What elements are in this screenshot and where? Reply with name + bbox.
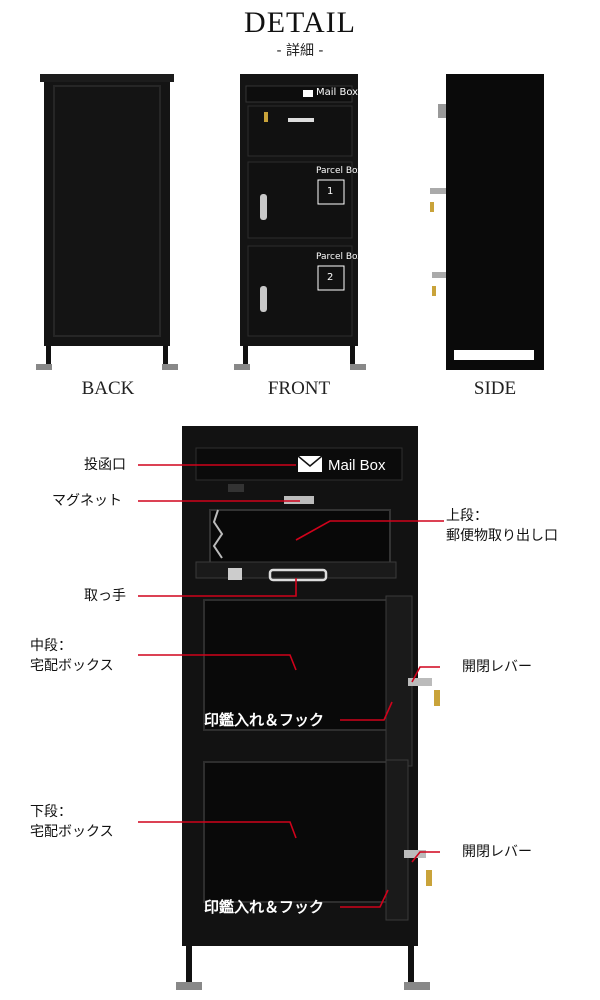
front-view: [234, 74, 366, 370]
back-foot-right: [162, 364, 178, 370]
callout-slot: 投函口: [84, 457, 126, 473]
callout-middle-line2: 宅配ボックス: [30, 658, 114, 674]
leader-handle: [138, 578, 297, 597]
callout-middle-line1: 中段：: [30, 638, 72, 654]
callout-lower-line2: 宅配ボックス: [30, 824, 114, 840]
back-top: [40, 74, 174, 82]
side-lever-2: [432, 272, 446, 278]
front-parcel-number-2: 2: [327, 272, 334, 283]
callout-seal-hook-1: 印鑑入れ＆フック: [204, 711, 325, 729]
leader-lines: [138, 464, 444, 908]
front-parcel-box-label-2: Parcel Box: [316, 252, 363, 262]
view-label-back: BACK: [81, 378, 135, 399]
front-lower-handle: [260, 286, 267, 312]
front-foot-left: [234, 364, 250, 370]
callout-handle: 取っ手: [84, 588, 126, 604]
leader-upper: [295, 520, 444, 541]
back-panel: [44, 78, 170, 346]
leader-lower: [138, 821, 297, 839]
leader-middle: [138, 654, 297, 671]
side-leg-gap: [454, 350, 534, 360]
detail-view: Mail Box: [176, 426, 440, 990]
leader-lever-1: [411, 666, 440, 683]
front-middle-handle: [260, 194, 267, 220]
detail-middle-lever: [408, 678, 432, 686]
side-lever-1: [430, 188, 446, 194]
callout-upper-line2: 郵便物取り出し口: [446, 528, 558, 544]
side-hinge-top: [438, 104, 446, 118]
back-frame: [53, 85, 161, 337]
side-body: [446, 74, 544, 370]
callout-lever-2: 開閉レバー: [462, 844, 532, 860]
front-parcel-box-label-1: Parcel Box: [316, 166, 363, 176]
callout-seal-hook-2: 印鑑入れ＆フック: [204, 898, 325, 916]
front-envelope-icon: [303, 90, 313, 97]
detail-foot-left: [176, 982, 202, 990]
detail-envelope-flap: [297, 455, 323, 467]
back-leg-left: [46, 346, 51, 368]
front-parcel-2-icon: [317, 265, 345, 291]
front-parcel-number-1: 1: [327, 186, 334, 197]
front-upper-door: [247, 105, 353, 157]
front-leg-right: [350, 346, 355, 368]
detail-foot-right: [404, 982, 430, 990]
leader-seal-1: [340, 701, 393, 721]
detail-magnet-plate: [284, 496, 314, 504]
detail-lower-compartment: [203, 761, 389, 903]
page-title: DETAIL: [244, 6, 356, 39]
detail-leg-left: [186, 946, 192, 986]
callout-upper-line1: 上段：: [446, 508, 488, 524]
detail-chain: [212, 509, 224, 559]
front-upper-key: [264, 112, 268, 122]
detail-envelope-icon: [298, 456, 322, 472]
detail-upper-lock: [228, 568, 242, 580]
front-foot-right: [350, 364, 366, 370]
callout-lower-line1: 下段：: [30, 804, 72, 820]
front-mailbox-label: Mail Box: [316, 87, 359, 98]
detail-lower-lever: [404, 850, 426, 858]
front-mailbox-band: [245, 85, 353, 103]
detail-leg-right: [408, 946, 414, 986]
back-view: [36, 74, 178, 370]
page-subtitle: - 詳細 -: [276, 43, 324, 59]
detail-handle: [268, 568, 328, 582]
callout-lever-1: 開閉レバー: [462, 659, 532, 675]
front-upper-slot: [288, 118, 314, 122]
side-key-1: [430, 202, 434, 212]
detail-middle-key: [434, 690, 440, 706]
detail-mailbox-label: Mail Box: [328, 457, 386, 474]
detail-lower-door-open: [385, 759, 409, 921]
view-label-front: FRONT: [267, 378, 331, 399]
leader-seal-2: [340, 889, 389, 908]
front-parcel-1-icon: [317, 179, 345, 205]
side-view: [430, 74, 544, 370]
back-foot-left: [36, 364, 52, 370]
view-label-side: SIDE: [473, 378, 517, 399]
detail-magnet: [228, 484, 244, 492]
front-leg-left: [243, 346, 248, 368]
detail-lower-key: [426, 870, 432, 886]
back-leg-right: [163, 346, 168, 368]
side-key-2: [432, 286, 436, 296]
leader-lever-2: [411, 851, 440, 863]
callout-magnet: マグネット: [52, 493, 122, 509]
